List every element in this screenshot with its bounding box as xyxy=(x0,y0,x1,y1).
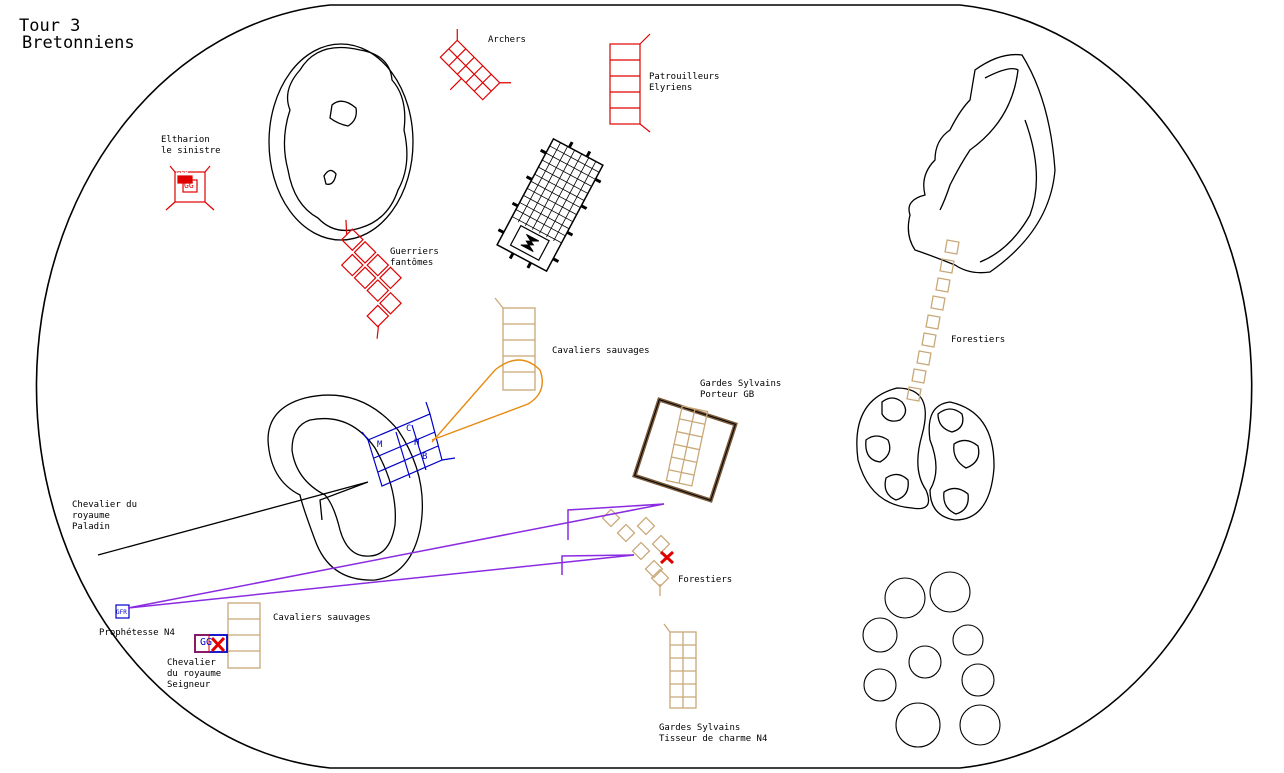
archers-label: Archers xyxy=(488,35,526,45)
table-boundary xyxy=(35,4,1253,769)
forestiers-unit-east[interactable] xyxy=(906,239,960,402)
building-icon xyxy=(496,137,604,273)
guerriers-unit[interactable] xyxy=(302,219,421,339)
prophetesse-label: Prophétesse N4 xyxy=(99,628,175,638)
cavaliers-unit-north[interactable] xyxy=(494,297,536,391)
casualty-cross-icon xyxy=(659,550,675,565)
patrouilleurs-label-1: Patrouilleurs xyxy=(649,72,720,82)
gardes-unit-tisseur[interactable] xyxy=(663,623,697,709)
guerriers-label-2: fantômes xyxy=(390,258,434,268)
seigneur-label-1: Chevalier xyxy=(167,658,216,668)
guerriers-label-1: Guerriers xyxy=(390,247,439,257)
rocky-hill-terrain xyxy=(907,53,1056,274)
charge-line xyxy=(431,359,543,443)
eltharion-badge: GG xyxy=(184,181,194,190)
knights-letter-h: H xyxy=(414,438,420,448)
eltharion-badge-top: GFR xyxy=(176,169,189,177)
forestiers-south-label: Forestiers xyxy=(678,575,733,585)
prophetesse-badge: GFR xyxy=(116,609,127,616)
gardes-porteur-label-1: Gardes Sylvains xyxy=(700,379,782,389)
knights-unit-block[interactable] xyxy=(361,401,456,487)
seigneur-badge: GG xyxy=(200,637,213,648)
casualty-cross-icon xyxy=(210,636,226,653)
forest-icon xyxy=(856,387,995,521)
hill-icon xyxy=(267,394,423,581)
army-title: Bretonniens xyxy=(22,33,135,53)
knights-letter-b: B xyxy=(422,452,428,462)
knights-letter-m: M xyxy=(377,440,383,450)
paladin-pointer-line xyxy=(97,481,369,556)
eltharion-unit[interactable] xyxy=(165,165,215,211)
paladin-label-1: Chevalier du xyxy=(72,500,138,510)
patrouilleurs-unit[interactable] xyxy=(609,33,651,133)
gardes-building-icon xyxy=(632,397,738,503)
seigneur-unit[interactable] xyxy=(194,634,228,653)
gardes-tisseur-label-1: Gardes Sylvains xyxy=(659,723,741,733)
eltharion-label-2: le sinistre xyxy=(161,146,221,156)
seigneur-label-2: du royaume xyxy=(167,669,222,679)
paladin-label-3: Paladin xyxy=(72,522,110,532)
lake-hill-terrain xyxy=(268,43,414,241)
eltharion-label-1: Eltharion xyxy=(161,135,210,145)
knights-letter-c: C xyxy=(406,424,412,434)
cavaliers-south-label: Cavaliers sauvages xyxy=(273,613,371,623)
paladin-label-2: royaume xyxy=(72,511,110,521)
gardes-tisseur-label-2: Tisseur de charme N4 xyxy=(659,734,768,744)
turn-title: Tour 3 xyxy=(19,16,81,36)
spell-lines xyxy=(127,503,665,609)
archers-unit[interactable] xyxy=(423,28,512,117)
gardes-porteur-label-2: Porteur GB xyxy=(700,390,755,400)
gardes-unit-porteur[interactable] xyxy=(665,405,709,487)
cavaliers-north-label: Cavaliers sauvages xyxy=(552,346,650,356)
patrouilleurs-label-2: Elyriens xyxy=(649,83,693,93)
forestiers-east-label: Forestiers xyxy=(951,335,1006,345)
tree-icon xyxy=(862,571,1001,748)
seigneur-label-3: Seigneur xyxy=(167,680,211,690)
cavaliers-unit-south[interactable] xyxy=(227,602,261,669)
prophetesse-unit[interactable] xyxy=(115,604,130,619)
forestiers-unit-south[interactable] xyxy=(601,508,671,596)
